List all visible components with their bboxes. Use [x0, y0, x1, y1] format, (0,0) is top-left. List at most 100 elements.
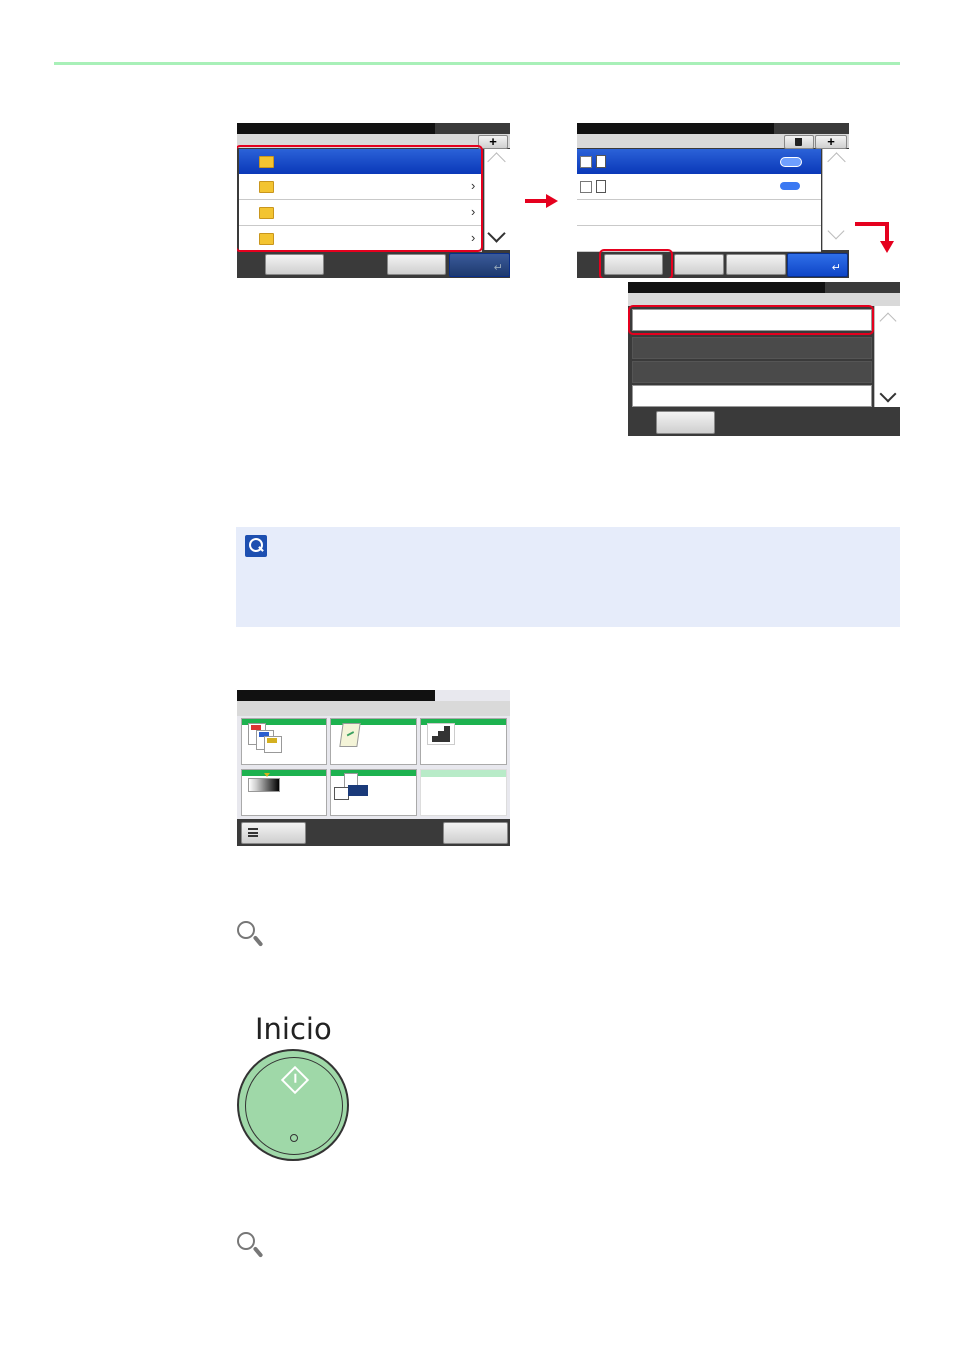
file-list — [577, 149, 821, 252]
chevron-right-icon: › — [471, 178, 476, 193]
submenu-item[interactable] — [632, 361, 872, 383]
ok-button[interactable]: ↵ — [787, 253, 848, 277]
toolbar-strip — [628, 293, 900, 306]
highlight-frame — [599, 249, 673, 278]
plus-icon: + — [489, 134, 497, 149]
highlight-frame — [237, 145, 483, 252]
bottom-button[interactable] — [674, 254, 724, 275]
screen-title-bar — [237, 690, 435, 701]
submenu-item[interactable] — [632, 337, 872, 359]
trash-icon — [795, 138, 802, 146]
file-row[interactable] — [577, 149, 821, 174]
arrow-elbow-vertical — [885, 222, 889, 242]
tile-header — [331, 719, 416, 725]
toolbar-strip — [237, 134, 510, 148]
function-tile[interactable] — [420, 718, 507, 765]
tile-header — [421, 719, 506, 725]
tile-header — [331, 770, 416, 776]
bottom-button-middle[interactable] — [387, 254, 446, 275]
function-tile[interactable] — [241, 769, 327, 816]
pdf-jpg-tif-icon — [248, 723, 282, 753]
chevron-down-icon[interactable] — [879, 385, 897, 403]
magnifier-handle — [252, 1246, 264, 1258]
arrow-elbow-horizontal — [855, 222, 888, 226]
scrollbar[interactable] — [822, 149, 849, 250]
delete-button[interactable] — [784, 135, 814, 149]
folder-row[interactable]: › — [239, 200, 482, 226]
chevron-up-icon[interactable] — [827, 152, 846, 171]
ok-button[interactable]: ↵ — [449, 253, 510, 277]
functions-screen — [237, 690, 510, 846]
enter-icon: ↵ — [831, 262, 841, 274]
folder-row[interactable]: › — [239, 174, 482, 200]
tile-header — [242, 770, 326, 776]
submenu-item[interactable] — [632, 309, 872, 331]
file-list-screen: + ↵ — [577, 123, 849, 278]
functions-list-button[interactable] — [241, 822, 306, 844]
abcde-icon — [334, 773, 368, 800]
file-row[interactable] — [577, 226, 821, 252]
arrow-elbow-head — [880, 241, 894, 253]
magnifier-icon — [237, 921, 255, 939]
file-row[interactable] — [577, 200, 821, 226]
chevron-right-icon: › — [471, 204, 476, 219]
screen-title-bar — [577, 123, 774, 134]
start-key-inner-ring — [245, 1057, 343, 1155]
menu-button[interactable] — [604, 254, 663, 275]
reference-marker — [237, 921, 267, 953]
note-box — [236, 527, 900, 627]
grayscale-icon — [248, 778, 280, 792]
folder-icon — [259, 207, 274, 219]
add-button[interactable]: + — [478, 135, 508, 149]
chevron-up-icon[interactable] — [487, 152, 506, 171]
magnifier-icon — [237, 1232, 255, 1250]
document-icon — [596, 155, 606, 168]
screen-title-bar — [237, 123, 435, 134]
bottom-button[interactable] — [656, 411, 715, 434]
function-tile[interactable] — [330, 718, 417, 765]
highlight-frame — [628, 305, 874, 335]
toolbar-strip — [577, 134, 849, 148]
chevron-up-icon[interactable] — [879, 312, 897, 330]
submenu-item[interactable] — [632, 385, 872, 407]
start-key-label: Inicio — [255, 1012, 332, 1046]
folder-list: › › › — [239, 149, 482, 252]
status-led — [290, 1134, 298, 1142]
tile-header — [242, 719, 326, 725]
chevron-down-icon[interactable] — [827, 222, 845, 240]
checkbox-icon[interactable] — [580, 156, 592, 168]
function-tile[interactable] — [330, 769, 417, 816]
checkbox-icon[interactable] — [580, 181, 592, 193]
bottom-button-right[interactable] — [443, 822, 508, 844]
enter-icon: ↵ — [493, 262, 503, 274]
bottom-button-left[interactable] — [265, 254, 324, 275]
status-pill — [780, 157, 802, 167]
folder-icon — [259, 233, 274, 245]
folder-row[interactable] — [239, 149, 482, 174]
folder-icon — [259, 156, 274, 168]
function-tile[interactable] — [241, 718, 327, 765]
folder-list-screen: + › › › ↵ — [237, 123, 510, 278]
arrow-right-head — [546, 194, 558, 208]
header-divider — [54, 62, 900, 65]
arrow-right-shaft — [525, 199, 547, 203]
magnifier-handle — [252, 935, 264, 947]
scrollbar[interactable] — [484, 149, 510, 250]
folder-row[interactable]: › — [239, 226, 482, 252]
start-key[interactable] — [237, 1049, 349, 1161]
bottom-button[interactable] — [726, 254, 786, 275]
chevron-down-icon[interactable] — [487, 224, 506, 243]
file-row[interactable] — [577, 174, 821, 200]
submenu-screen — [628, 282, 900, 436]
scrollbar[interactable] — [874, 306, 900, 407]
toolbar-strip — [237, 701, 510, 716]
screen-title-bar — [628, 282, 825, 293]
add-button[interactable]: + — [815, 135, 847, 149]
list-icon — [248, 828, 258, 837]
tile-header — [421, 770, 506, 777]
paper-icon — [339, 723, 361, 747]
indicator-triangle — [264, 773, 270, 777]
reference-marker — [237, 1232, 267, 1264]
plus-icon: + — [827, 134, 835, 149]
chevron-right-icon: › — [471, 230, 476, 245]
